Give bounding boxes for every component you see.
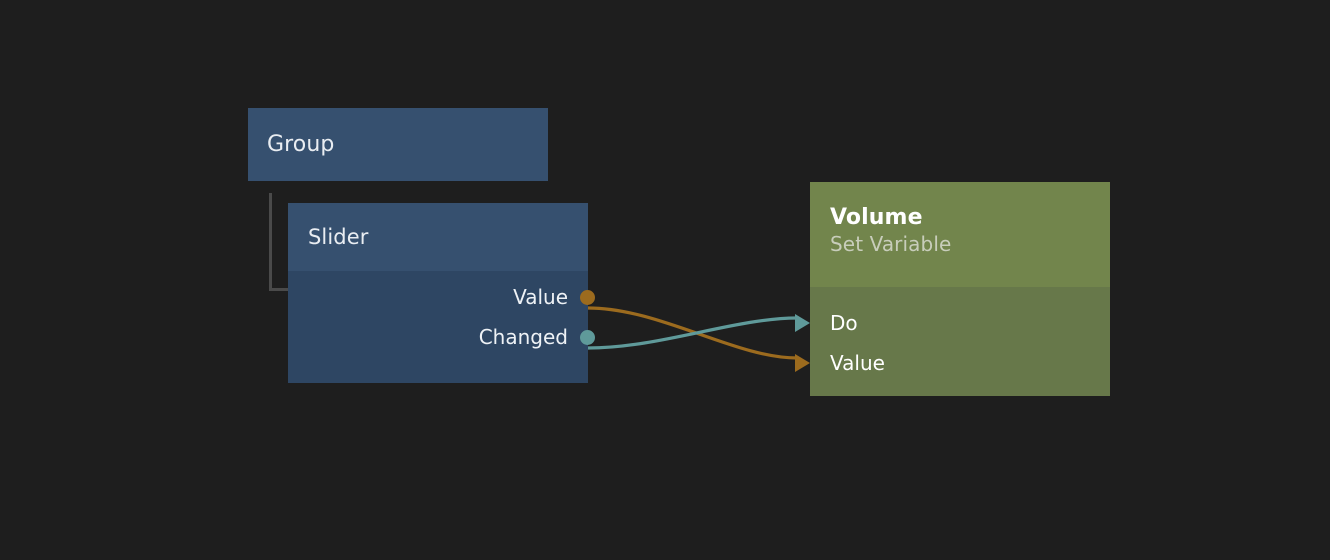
- input-port-do[interactable]: Do: [795, 311, 858, 335]
- data-pin-icon[interactable]: [580, 289, 595, 305]
- output-port-value[interactable]: Value: [513, 285, 595, 309]
- input-port-do-label: Do: [830, 311, 858, 335]
- node-slider-title: Slider: [308, 224, 369, 249]
- output-port-changed-label: Changed: [478, 325, 568, 349]
- input-port-value[interactable]: Value: [795, 351, 885, 375]
- data-arrow-icon[interactable]: [795, 354, 810, 372]
- node-group-header[interactable]: Group: [248, 108, 548, 181]
- input-port-value-label: Value: [830, 351, 885, 375]
- output-port-changed[interactable]: Changed: [478, 325, 595, 349]
- node-volume[interactable]: Volume Set Variable Do Value: [795, 182, 1110, 396]
- exec-arrow-icon[interactable]: [795, 314, 810, 332]
- node-slider-body: Value Changed: [288, 271, 595, 383]
- node-volume-title: Volume: [830, 205, 923, 230]
- output-port-value-label: Value: [513, 285, 568, 309]
- node-volume-body: Do Value: [795, 287, 1110, 396]
- wire-value-to-value: [586, 306, 799, 360]
- node-group-title: Group: [267, 131, 335, 157]
- exec-pin-icon[interactable]: [580, 329, 595, 345]
- node-volume-subtitle: Set Variable: [830, 232, 952, 256]
- bracket-vertical-line: [269, 193, 272, 291]
- node-volume-header[interactable]: Volume Set Variable: [810, 182, 1110, 287]
- bracket-horizontal-line: [269, 288, 289, 291]
- node-slider-header[interactable]: Slider: [288, 203, 588, 271]
- node-group[interactable]: Group: [248, 108, 548, 181]
- group-child-bracket: [269, 193, 297, 291]
- wire-changed-to-do: [586, 316, 799, 350]
- node-slider[interactable]: Slider Value Changed: [288, 203, 595, 383]
